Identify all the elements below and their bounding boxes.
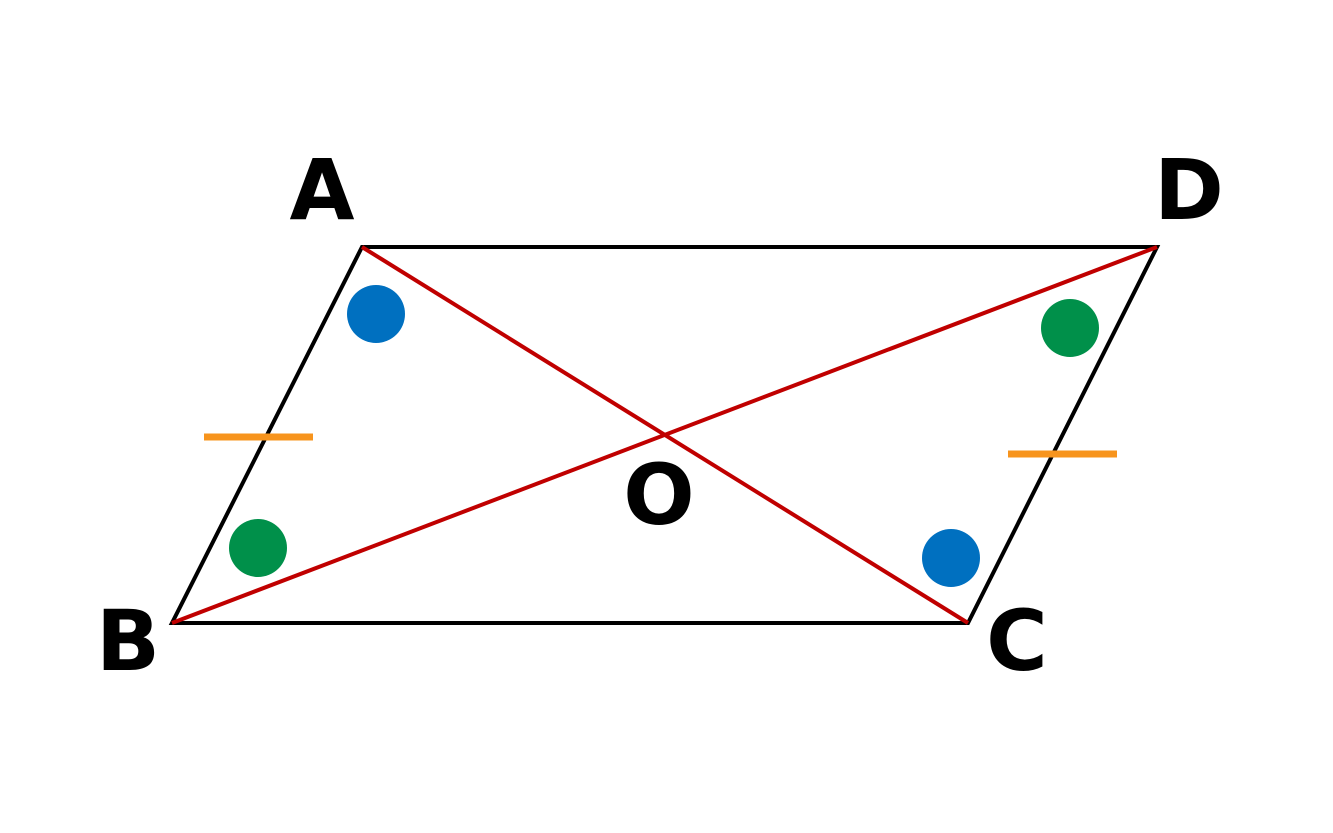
vertex-label-c: C bbox=[986, 592, 1048, 690]
angle-marker-b-green bbox=[229, 519, 287, 577]
angle-marker-c-blue bbox=[922, 529, 980, 587]
vertex-label-d: D bbox=[1154, 141, 1224, 239]
intersection-label-o: O bbox=[623, 446, 694, 544]
vertex-label-b: B bbox=[96, 592, 160, 690]
vertex-label-a: A bbox=[289, 141, 354, 239]
diagonal-bd bbox=[171, 245, 1158, 625]
angle-marker-d-green bbox=[1041, 299, 1099, 357]
angle-marker-a-blue bbox=[347, 285, 405, 343]
